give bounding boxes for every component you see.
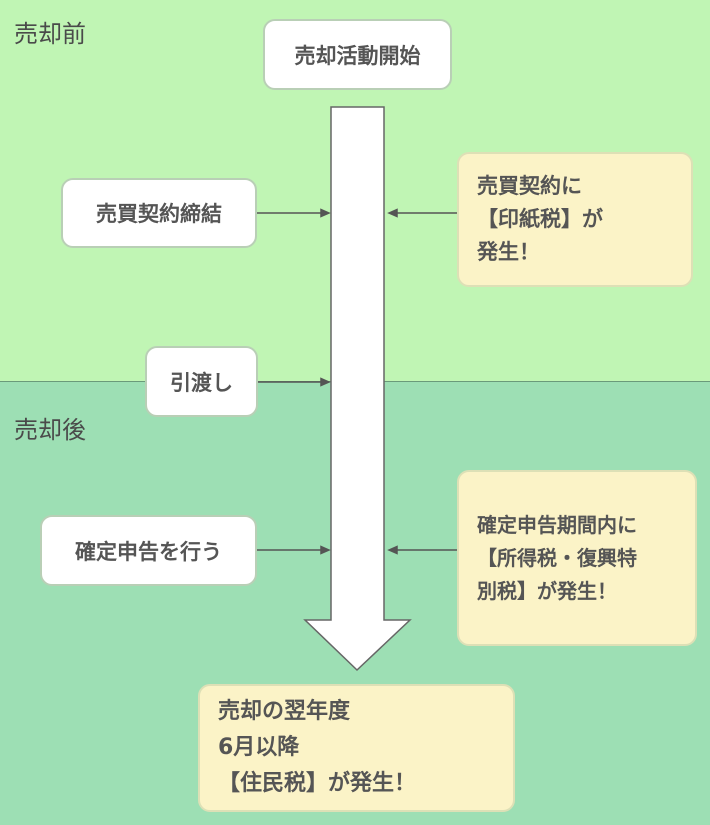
tax-text-income-tax: 確定申告期間内に 【所得税・復興特 別税】が発生！ bbox=[477, 512, 637, 603]
section-label-before: 売却前 bbox=[14, 20, 86, 48]
event-box-handover: 引渡し bbox=[145, 346, 258, 417]
tax-text-stamp-duty: 売買契約に 【印紙税】が 発生！ bbox=[477, 174, 603, 264]
tax-box-stamp-duty: 売買契約に 【印紙税】が 発生！ bbox=[457, 152, 693, 287]
arrowhead-handover bbox=[320, 377, 331, 387]
event-box-tax-filing: 確定申告を行う bbox=[40, 515, 257, 586]
event-box-contract: 売買契約締結 bbox=[61, 178, 257, 248]
end-text-resident-tax: 売却の翌年度 6月以降 【住民税】が発生！ bbox=[218, 699, 417, 796]
arrowhead-contract-left bbox=[320, 208, 331, 218]
arrowhead-filing-left bbox=[320, 545, 331, 555]
arrowhead-filing-right bbox=[387, 545, 398, 555]
start-box: 売却活動開始 bbox=[263, 19, 452, 90]
timeline-arrow bbox=[303, 106, 412, 672]
tax-box-income-tax: 確定申告期間内に 【所得税・復興特 別税】が発生！ bbox=[457, 470, 697, 646]
end-box-resident-tax: 売却の翌年度 6月以降 【住民税】が発生！ bbox=[198, 684, 515, 812]
arrowhead-contract-right bbox=[387, 208, 398, 218]
section-label-after: 売却後 bbox=[14, 416, 86, 444]
